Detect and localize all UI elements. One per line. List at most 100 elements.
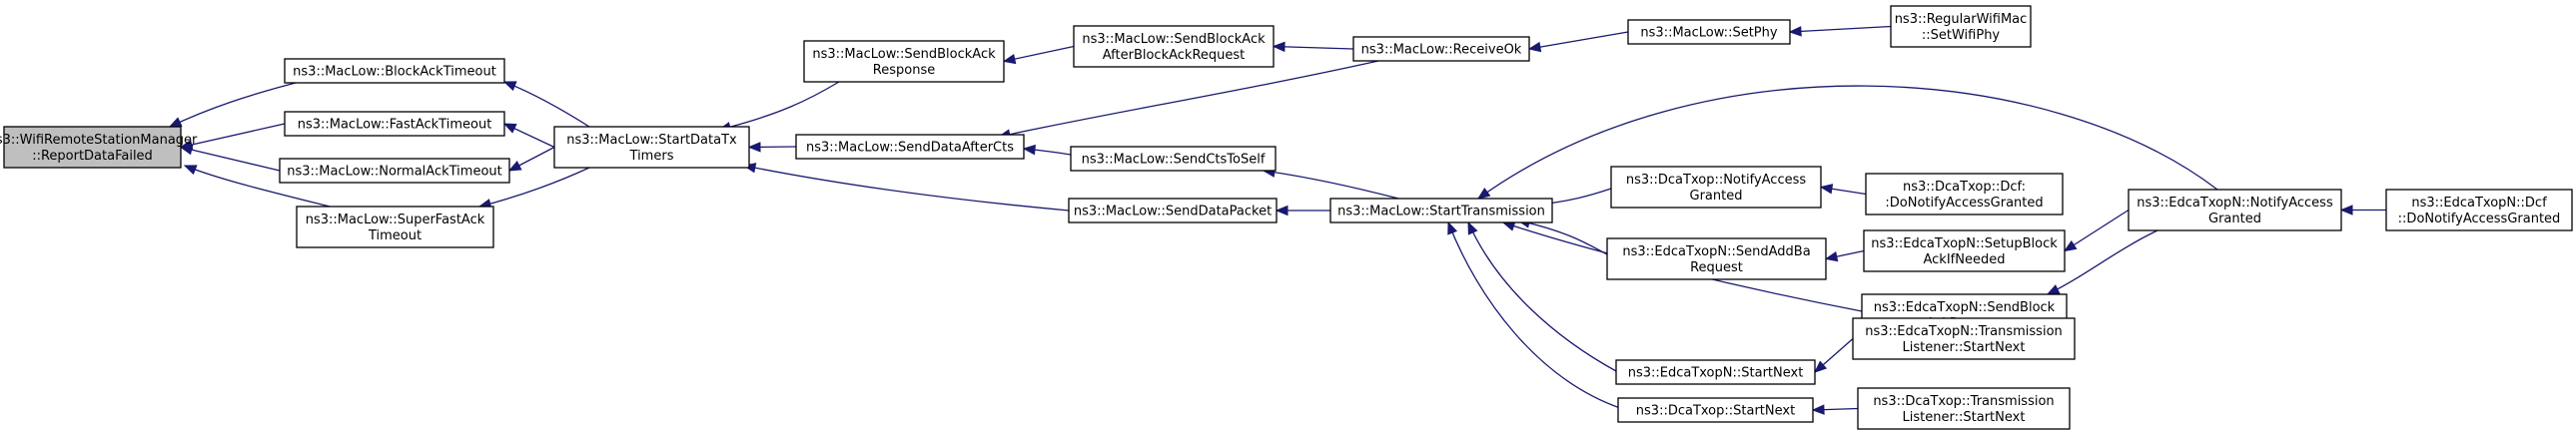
edge-dcalisten-to-dcastart [1811, 404, 1859, 415]
arrowhead-icon [1002, 53, 1017, 65]
node-edcadcf[interactable]: ns3::EdcaTxopN::Dcf::DoNotifyAccessGrant… [2385, 189, 2573, 231]
node-box [1070, 146, 1277, 172]
node-dcalisten[interactable]: ns3::DcaTxop::TransmissionListener::Star… [1857, 387, 2071, 430]
node-label: ns3::EdcaTxopN::StartNext [1628, 366, 1804, 381]
node-box [795, 134, 1025, 160]
node-box [1068, 198, 1278, 223]
arrowhead-icon [2046, 284, 2061, 295]
node-root[interactable]: ns3::WifiRemoteStationManager::ReportDat… [0, 126, 198, 169]
edge-edcanotify-to-setupba [2063, 209, 2130, 252]
node-label: AckIfNeeded [1924, 252, 2006, 267]
node-edcanotify[interactable]: ns3::EdcaTxopN::NotifyAccessGranted [2128, 189, 2342, 231]
node-normalack[interactable]: ns3::MacLow::NormalAckTimeout [279, 158, 510, 184]
node-fastack[interactable]: ns3::MacLow::FastAckTimeout [284, 111, 505, 137]
edge-line [1467, 221, 1617, 372]
arrowhead-icon [2339, 205, 2353, 215]
node-box [1352, 36, 1530, 62]
edge-edcadcf-to-edcanotify [2339, 205, 2386, 215]
node-edcastart[interactable]: ns3::EdcaTxopN::StartNext [1615, 359, 1816, 385]
node-regular[interactable]: ns3::RegularWifiMac::SetWifiPhy [1890, 5, 2032, 48]
node-box [2128, 189, 2342, 231]
node-edcalisten[interactable]: ns3::EdcaTxopN::TransmissionListener::St… [1852, 317, 2076, 360]
node-label: ns3::DcaTxop::Transmission [1873, 394, 2054, 409]
node-label: Listener::StartNext [1903, 340, 2026, 355]
node-box [1857, 387, 2071, 430]
edge-line [1789, 25, 1892, 33]
node-box [1627, 19, 1791, 45]
node-label: ns3::EdcaTxopN::NotifyAccess [2137, 196, 2333, 211]
node-label: Listener::StartNext [1903, 410, 2026, 425]
node-box [296, 206, 494, 248]
node-dcadcf[interactable]: ns3::DcaTxop::Dcf::DoNotifyAccessGranted [1865, 173, 2064, 215]
edge-dcastart-to-starttx [1447, 220, 1621, 409]
node-sbaafter[interactable]: ns3::MacLow::SendBlockAckAfterBlockAckRe… [1073, 25, 1275, 68]
arrowhead-icon [502, 123, 517, 134]
node-receiveok[interactable]: ns3::MacLow::ReceiveOk [1352, 36, 1530, 62]
node-label: ns3::MacLow::SendBlockAck [812, 47, 996, 62]
node-box [2385, 189, 2573, 231]
arrowhead-icon [1447, 220, 1458, 235]
edge-line [998, 60, 1379, 138]
edge-receiveok-to-sbaafter [1272, 41, 1354, 53]
node-sendafter[interactable]: ns3::MacLow::SendDataAfterCts [795, 134, 1025, 160]
edge-normalack-to-root [179, 145, 281, 172]
node-box [1073, 25, 1275, 68]
arrowhead-icon [183, 165, 198, 176]
node-dcastart[interactable]: ns3::DcaTxop::StartNext [1617, 397, 1814, 423]
edge-superfast-to-root [183, 165, 331, 208]
node-label: ns3::EdcaTxopN::SetupBlock [1871, 236, 2058, 251]
edge-sbaresp-to-startdata [717, 81, 840, 133]
node-box [553, 126, 750, 169]
node-label: ::ReportDataFailed [32, 149, 153, 164]
node-starttx[interactable]: ns3::MacLow::StartTransmission [1329, 198, 1553, 223]
edge-line [184, 165, 331, 208]
edge-line [1273, 45, 1354, 50]
edge-startdata-to-normalack [507, 146, 555, 172]
node-label: ns3::MacLow::StartDataTx [566, 133, 737, 148]
node-box [1615, 359, 1816, 385]
arrowhead-icon [1272, 41, 1286, 53]
node-senddata[interactable]: ns3::MacLow::SendDataPacket [1068, 198, 1278, 223]
node-label: ns3::MacLow::BlockAckTimeout [293, 65, 496, 80]
node-label: ns3::MacLow::FastAckTimeout [298, 118, 492, 133]
node-label: ::DoNotifyAccessGranted [2398, 212, 2561, 226]
node-label: ns3::MacLow::StartTransmission [1337, 205, 1545, 219]
node-box [279, 158, 510, 184]
arrowhead-icon [1467, 220, 1478, 235]
node-label: ns3::DcaTxop::NotifyAccess [1626, 173, 1807, 188]
edge-line [1263, 170, 1399, 200]
arrowhead-icon [1476, 188, 1491, 200]
arrowhead-icon [1811, 404, 1825, 415]
node-label: ns3::MacLow::ReceiveOk [1361, 43, 1522, 58]
node-label: ns3::EdcaTxopN::SendAddBa [1622, 244, 1810, 259]
edge-line [180, 146, 281, 172]
node-box [1617, 397, 1814, 423]
node-label: Timeout [368, 228, 422, 243]
edge-setupba-to-addba [1824, 249, 1865, 262]
node-box [3, 126, 182, 169]
node-label: ns3::MacLow::SendDataAfterCts [806, 141, 1014, 156]
node-setphy[interactable]: ns3::MacLow::SetPhy [1627, 19, 1791, 45]
node-label: ns3::EdcaTxopN::Transmission [1865, 324, 2063, 339]
node-box [803, 40, 1005, 83]
node-box [1329, 198, 1553, 223]
node-label: ns3::DcaTxop::Dcf: [1903, 180, 2026, 195]
arrowhead-icon [1788, 26, 1802, 37]
edge-edcastart-to-starttx [1467, 220, 1617, 372]
node-ctsself[interactable]: ns3::MacLow::SendCtsToSelf [1070, 146, 1277, 172]
node-label: Timers [629, 149, 674, 164]
edge-line [1447, 221, 1621, 409]
node-label: Granted [1690, 189, 1743, 204]
node-dcanotify[interactable]: ns3::DcaTxop::NotifyAccessGranted [1610, 166, 1822, 209]
edge-dcadcf-to-dcanotify [1819, 184, 1867, 196]
arrowhead-icon [2063, 239, 2078, 252]
node-blockack[interactable]: ns3::MacLow::BlockAckTimeout [284, 58, 505, 84]
arrowhead-icon [1819, 184, 1834, 195]
edge-line [503, 81, 590, 128]
